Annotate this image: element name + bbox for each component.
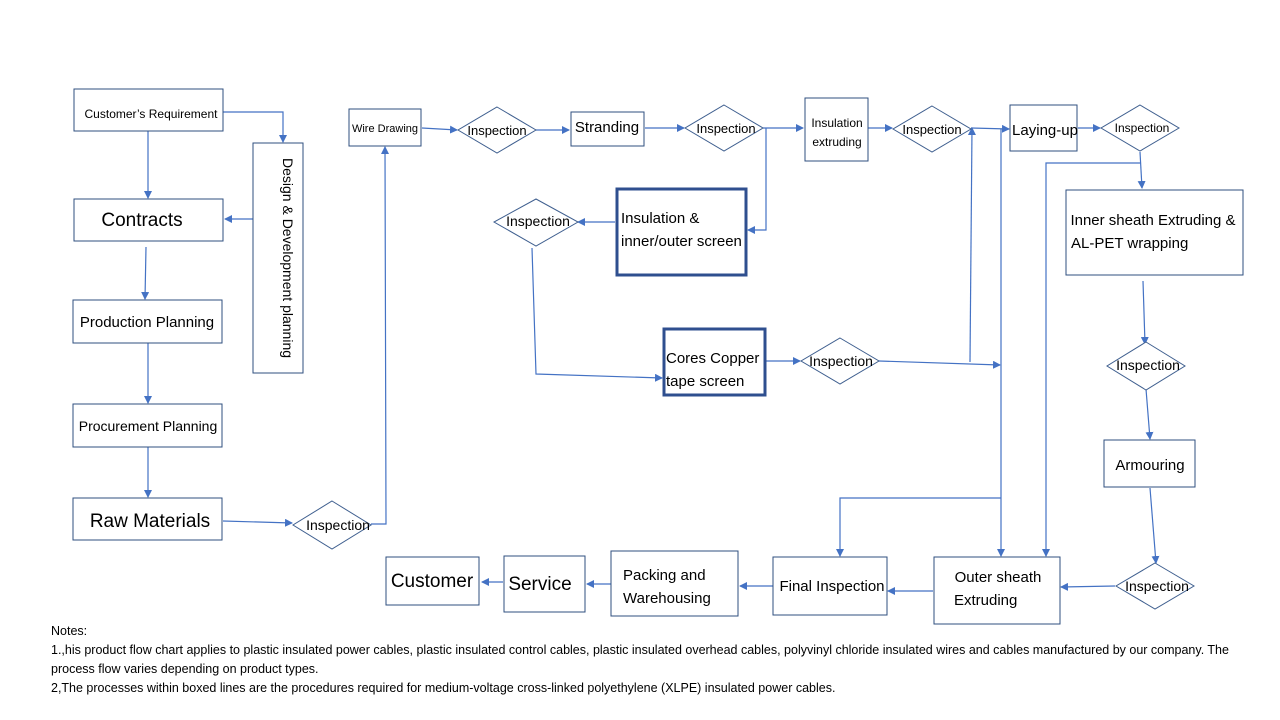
- node-inspection-4: Inspection: [1100, 104, 1180, 152]
- node-stranding: Stranding: [570, 111, 645, 147]
- label-line1: Packing and: [623, 567, 706, 584]
- node-inspection-armour: Inspection: [1115, 562, 1195, 610]
- label: Inspection: [696, 121, 755, 136]
- node-inner-sheath: Inner sheath Extruding & AL-PET wrapping: [1065, 189, 1244, 276]
- node-wire-drawing: Wire Drawing: [348, 108, 422, 147]
- note-1: 1.,his product flow chart applies to pla…: [51, 643, 1229, 676]
- label: Inspection: [506, 213, 570, 229]
- label: Design & Development planning: [280, 158, 296, 358]
- label-line2: inner/outer screen: [621, 233, 742, 250]
- node-packing-warehousing: Packing and Warehousing: [610, 550, 739, 617]
- label-line2: extruding: [812, 135, 861, 149]
- node-inspection-1: Inspection: [457, 106, 537, 154]
- label: Armouring: [1115, 457, 1184, 474]
- notes: Notes: 1.,his product flow chart applies…: [51, 622, 1241, 698]
- node-service: Service: [503, 555, 586, 613]
- label: Inspection: [902, 122, 961, 137]
- arrow-inspection-to-copper: [531, 247, 663, 382]
- label: Inspection: [306, 517, 370, 533]
- node-armouring: Armouring: [1103, 439, 1196, 488]
- label: Production Planning: [80, 314, 214, 331]
- arrow-inspection-to-layingup: [970, 124, 1010, 133]
- arrow-inspection-to-inner: [1137, 151, 1146, 189]
- node-laying-up: Laying-up: [1009, 104, 1078, 152]
- arrow-inspection-to-outer-line: [878, 360, 1001, 369]
- node-final-inspection: Final Inspection: [772, 556, 888, 616]
- label-line2: AL-PET wrapping: [1071, 235, 1188, 252]
- label-line1: Inner sheath Extruding &: [1070, 212, 1235, 229]
- label: Procurement Planning: [79, 418, 218, 434]
- arrow-contracts-to-production: [141, 246, 150, 300]
- arrow-wiredrawing-to-inspection: [421, 125, 458, 134]
- node-insulation-screen: Insulation & inner/outer screen: [615, 187, 748, 277]
- arrow-armouring-to-inspection: [1149, 487, 1160, 564]
- node-inspection-2: Inspection: [684, 104, 764, 152]
- node-design-development: Design & Development planning: [252, 142, 304, 374]
- label: Customer’s Requirement: [85, 107, 219, 121]
- label: Customer: [391, 571, 474, 592]
- node-cores-copper: Cores Copper tape screen: [662, 327, 767, 397]
- arrow-inspection-to-wiredrawing: [371, 146, 390, 525]
- label-line1: Cores Copper: [666, 350, 759, 367]
- label-line1: Outer sheath: [955, 569, 1042, 586]
- label: Contracts: [101, 210, 182, 231]
- label: Stranding: [575, 119, 639, 136]
- arrow-riser-to-layingup: [967, 127, 976, 363]
- label: Inspection: [1115, 121, 1170, 135]
- notes-heading: Notes:: [51, 624, 88, 638]
- arrow-inner-to-inspection: [1140, 280, 1149, 345]
- arrow-inspection-to-armouring: [1145, 388, 1154, 440]
- label: Inspection: [467, 123, 526, 138]
- node-insulation-extruding: Insulation extruding: [804, 97, 869, 162]
- node-inspection-raw: Inspection: [292, 500, 372, 550]
- node-inspection-screen: Inspection: [492, 198, 580, 247]
- node-raw-materials: Raw Materials: [72, 497, 223, 541]
- connectors: [141, 111, 1160, 595]
- label: Laying-up: [1012, 122, 1078, 139]
- node-production-planning: Production Planning: [72, 299, 223, 344]
- label-line1: Insulation &: [621, 210, 699, 227]
- label-line2: Warehousing: [623, 590, 711, 607]
- node-inspection-inner: Inspection: [1106, 341, 1186, 391]
- label: Wire Drawing: [352, 123, 418, 135]
- label: Final Inspection: [779, 578, 884, 595]
- node-customers-requirement: Customer’s Requirement: [73, 88, 224, 132]
- node-outer-sheath: Outer sheath Extruding: [933, 556, 1061, 625]
- label: Raw Materials: [90, 511, 210, 532]
- arrow-outer-to-final: [836, 497, 1001, 557]
- arrow-inspection-down-to-screen: [747, 128, 767, 234]
- node-inspection-3: Inspection: [892, 105, 972, 153]
- label-line2: Extruding: [954, 592, 1017, 609]
- node-customer: Customer: [385, 556, 480, 606]
- arrow-branch-to-outer: [1042, 162, 1140, 557]
- arrow-raw-to-inspection: [222, 518, 293, 527]
- label: Inspection: [1125, 578, 1189, 594]
- arrow-requirement-to-design: [223, 111, 287, 143]
- label-line2: tape screen: [666, 373, 744, 390]
- label-line1: Insulation: [811, 116, 862, 130]
- node-inspection-copper: Inspection: [800, 337, 880, 385]
- label: Inspection: [1116, 357, 1180, 373]
- node-procurement-planning: Procurement Planning: [72, 403, 223, 448]
- note-2: 2,The processes within boxed lines are t…: [51, 681, 836, 695]
- node-contracts: Contracts: [73, 198, 224, 242]
- label: Service: [508, 574, 571, 595]
- arrow-inspection-to-outer: [1060, 582, 1116, 591]
- label: Inspection: [809, 353, 873, 369]
